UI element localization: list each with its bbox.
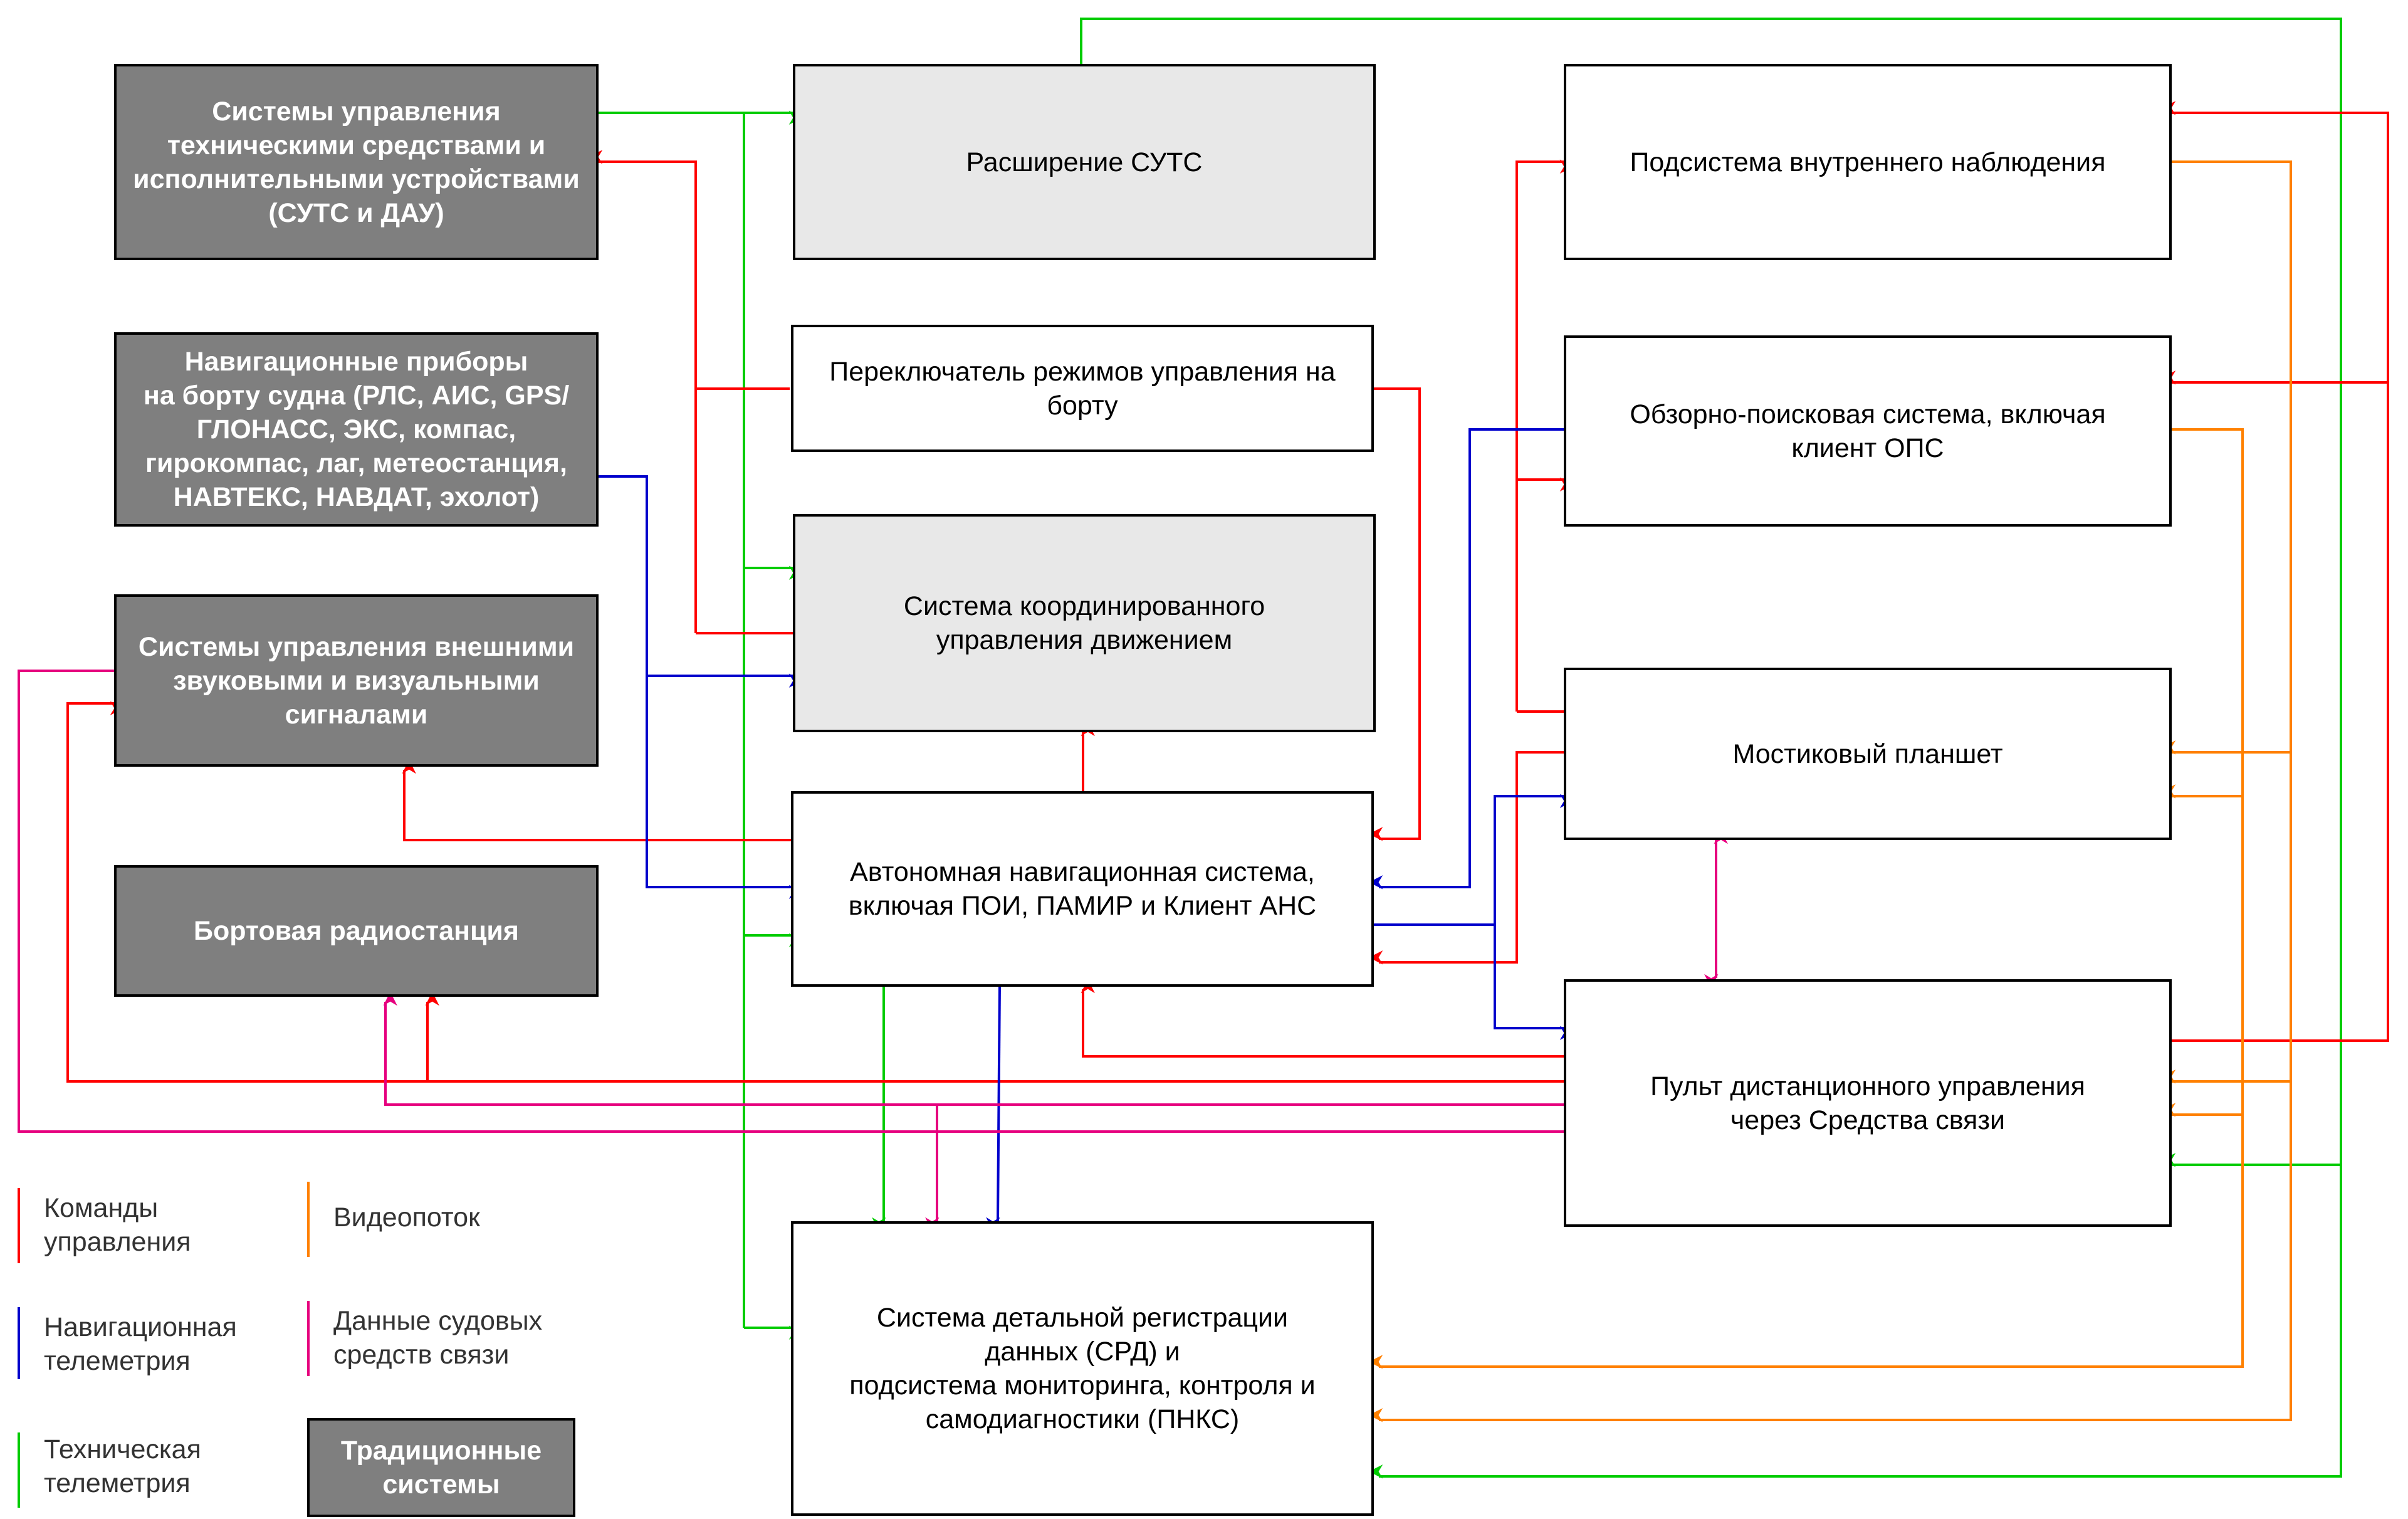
edge-red-switch-to-ans [1368,387,1421,841]
node-remote-label: Пульт дистанционного управления через Ср… [1650,1071,2085,1135]
legend-comms: Данные судовых средств связи [333,1306,543,1370]
node-suts-label: Системы управления техническими средства… [133,96,580,228]
node-srd[interactable]: Система детальной регистрации данных (СР… [791,1221,1374,1516]
edge-orange-ops-to-srd [1368,428,2244,1369]
edge-red-bus-to-internal [1515,159,1574,712]
node-signals-label: Системы управления внешними звуковыми и … [138,631,575,730]
edge-pink-remote-to-radio [383,991,1564,1106]
edge-blue-ans-to-tablet [1494,794,1574,925]
node-nav-devices-label: Навигационные приборы на борту судна (РЛ… [143,347,570,512]
node-radio[interactable]: Бортовая радиостанция [114,865,599,997]
node-ans-label: Автономная навигационная система, включа… [848,857,1317,921]
node-coord[interactable]: Система координированного управления дви… [793,514,1376,732]
edge-green-suts-ext-top-loop [1080,18,2342,1479]
node-tablet[interactable]: Мостиковый планшет [1564,668,2172,840]
node-suts[interactable]: Системы управления техническими средства… [114,64,599,260]
edge-red-remote-to-ans [1081,979,1564,1058]
node-ops-label: Обзорно-поисковая система, включая клиен… [1630,399,2106,463]
node-mode-switch[interactable]: Переключатель режимов управления на борт… [791,325,1374,452]
node-mode-switch-label: Переключатель режимов управления на борт… [829,356,1336,421]
edge-red-remote-to-right-bus [2161,101,2389,1042]
edge-red-bus-to-suts [588,150,697,633]
node-srd-label: Система детальной регистрации данных (СР… [849,1303,1316,1434]
legend-tech-telemetry: Техническая телеметрия [44,1434,201,1498]
node-nav-devices[interactable]: Навигационные приборы на борту судна (РЛ… [114,332,599,527]
node-internal[interactable]: Подсистема внутреннего наблюдения [1564,64,2172,260]
node-suts-ext-label: Расширение СУТС [966,147,1203,177]
legend-traditional: Традиционные системы [307,1418,575,1517]
node-signals[interactable]: Системы управления внешними звуковыми и … [114,594,599,767]
node-internal-label: Подсистема внутреннего наблюдения [1630,147,2106,177]
legend-video: Видеопоток [333,1202,480,1233]
edge-red-remote-to-signals [66,701,1564,1083]
edge-blue-ops-to-ans [1368,428,1564,890]
legend-nav-telemetry: Навигационная телеметрия [44,1312,237,1376]
node-suts-ext[interactable]: Расширение СУТС [793,64,1376,260]
legend-traditional-label: Традиционные системы [340,1436,542,1500]
edge-blue-nav-to-ans [599,475,804,899]
legend-commands: Команды управления [44,1193,191,1257]
node-coord-label: Система координированного управления дви… [903,591,1265,655]
node-remote[interactable]: Пульт дистанционного управления через Ср… [1564,979,2172,1227]
edge-red-tablet-to-ans [1368,751,1564,965]
node-tablet-label: Мостиковый планшет [1732,738,2003,769]
edge-red-ans-to-signals [402,759,791,841]
edge-orange-internal-to-srd [1368,160,2292,1422]
edge-pink-signals-to-remote [18,670,1564,1133]
node-radio-label: Бортовая радиостанция [194,916,519,946]
node-ops[interactable]: Обзорно-поисковая система, включая клиен… [1564,335,2172,527]
node-ans[interactable]: Автономная навигационная система, включа… [791,791,1374,987]
edge-blue-ans-to-remote [1373,923,1574,1040]
